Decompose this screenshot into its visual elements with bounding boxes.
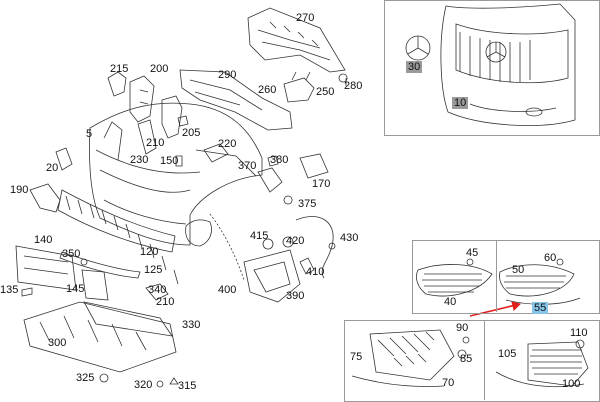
part-145	[81, 269, 109, 301]
callout-120: 120	[140, 246, 159, 258]
callout-150: 150	[160, 155, 179, 167]
callout-230: 230	[130, 154, 149, 166]
bumper-cover	[89, 102, 263, 247]
callout-220: 220	[218, 138, 237, 150]
callout-110: 110	[570, 327, 588, 339]
highlight-arrow	[469, 303, 521, 317]
part-120-grille	[57, 189, 179, 285]
callout-210: 210	[146, 137, 165, 149]
callout-300: 300	[48, 337, 67, 349]
callout-5: 5	[86, 128, 93, 140]
callout-210b: 210	[156, 296, 175, 308]
part-215-200-mounts	[107, 71, 155, 123]
part-375	[283, 195, 293, 205]
callout-400: 400	[218, 284, 237, 296]
part-330-rail	[83, 301, 173, 337]
callout-325: 325	[76, 372, 95, 384]
part-170	[299, 153, 329, 179]
callout-70: 70	[442, 377, 455, 389]
callout-205: 205	[182, 127, 201, 139]
inset-panel-fog	[412, 240, 600, 314]
callout-190: 190	[10, 184, 29, 196]
callout-55-highlighted: 55	[532, 302, 549, 314]
part-125-strip	[59, 251, 141, 279]
callout-135: 135	[0, 284, 19, 296]
callout-340: 340	[148, 284, 167, 296]
callout-200: 200	[150, 63, 169, 75]
callout-260: 260	[258, 84, 277, 96]
callout-30: 30	[406, 61, 423, 73]
callout-250: 250	[316, 86, 335, 98]
fastener-325	[99, 373, 109, 383]
part-410-430-sensor-harness	[262, 216, 336, 279]
callout-290: 290	[218, 69, 237, 81]
callout-170: 170	[312, 178, 331, 190]
callout-85: 85	[460, 353, 473, 365]
callout-50: 50	[512, 264, 525, 276]
part-20	[55, 147, 73, 171]
part-380	[267, 155, 279, 167]
callout-40: 40	[444, 296, 457, 308]
part-150	[175, 155, 183, 167]
callout-380: 380	[270, 154, 289, 166]
inset-divider-fog	[496, 240, 497, 312]
callout-75: 75	[350, 351, 363, 363]
callout-45: 45	[466, 247, 479, 259]
part-390-air-guide	[243, 249, 301, 303]
callout-60: 60	[544, 252, 557, 264]
callout-350: 350	[62, 248, 81, 260]
fastener-315	[169, 377, 179, 385]
callout-415: 415	[250, 230, 269, 242]
callout-215: 215	[110, 63, 129, 75]
callout-10: 10	[452, 97, 469, 109]
part-220	[203, 143, 229, 163]
callout-320: 320	[134, 379, 153, 391]
fastener-135	[21, 287, 33, 297]
callout-105: 105	[498, 348, 517, 360]
callout-280: 280	[344, 80, 363, 92]
part-140-license-plate	[15, 245, 77, 291]
inset-vehicle-front	[405, 3, 576, 126]
fastener-350	[80, 258, 88, 266]
callout-270: 270	[296, 12, 315, 24]
inset-grille-variants	[351, 329, 589, 388]
part-260-250-280	[283, 71, 348, 103]
callout-390: 390	[286, 290, 305, 302]
callout-125: 125	[144, 264, 163, 276]
callout-145: 145	[66, 283, 85, 295]
part-190	[29, 183, 61, 213]
inset-fog-covers	[416, 258, 581, 305]
callout-330: 330	[182, 319, 201, 331]
part-230	[137, 119, 157, 155]
callout-90: 90	[456, 322, 469, 334]
part-270-bracket	[247, 7, 346, 73]
highlight-arrow-head	[511, 301, 521, 311]
callout-100: 100	[562, 378, 581, 390]
callout-420: 420	[286, 235, 305, 247]
part-300-underbody	[23, 301, 177, 373]
callout-315: 315	[178, 380, 197, 392]
inset-divider-grille	[484, 320, 485, 400]
callout-375: 375	[298, 198, 317, 210]
callout-430: 430	[340, 232, 359, 244]
part-340	[145, 283, 169, 301]
part-370	[257, 167, 283, 193]
part-400-leader	[209, 213, 245, 281]
callout-410: 410	[306, 266, 325, 278]
part-290-carrier	[179, 69, 293, 131]
part-210-205-brackets	[161, 95, 189, 139]
callout-370: 370	[238, 160, 257, 172]
callout-140: 140	[34, 234, 53, 246]
callout-20: 20	[46, 162, 59, 174]
fastener-320	[156, 380, 164, 388]
